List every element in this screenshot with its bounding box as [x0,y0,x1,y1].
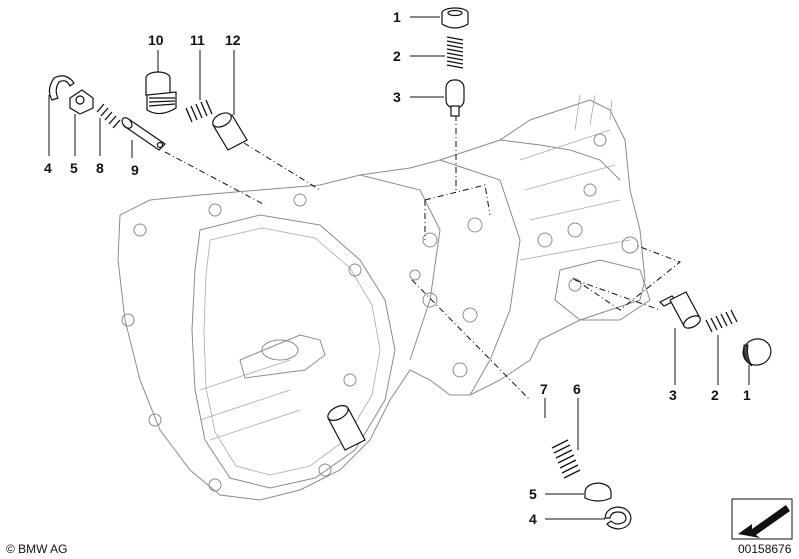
cap-part-1-top [441,7,469,29]
callout-1-right: 1 [743,387,751,403]
plunger-part-3-top [445,79,465,117]
spring-part-8 [96,103,121,129]
callout-4-bottom: 4 [529,511,537,527]
pin-part-9 [121,117,166,151]
diagram-number: 00158676 [738,542,792,556]
callout-labels: 1 2 3 10 11 12 4 5 8 9 3 2 1 7 6 5 4 [44,9,751,527]
sleeve-part-12 [212,112,248,151]
plunger-part-3-right [658,291,701,329]
callout-4-left: 4 [44,160,52,176]
circlip-part-4-left [48,75,75,101]
circlip-part-4-bottom [604,506,632,530]
assembly-lines [164,115,681,401]
callout-7: 7 [540,381,548,397]
callout-1-top: 1 [393,9,401,25]
callout-2-right: 2 [711,387,719,403]
leader-lines [48,16,750,520]
spring-part-2-top [446,36,464,69]
threaded-plug-part-10 [145,71,177,115]
spring-part-2-right [705,309,738,333]
sleeve-part-7 [327,405,366,451]
callout-5-bottom: 5 [529,486,537,502]
cap-part-5-bottom [584,482,612,502]
callout-2-top: 2 [393,48,401,64]
bushing-part-5-left [69,89,94,115]
callout-5-left: 5 [70,160,78,176]
arrow-down-left-icon [731,498,793,540]
callout-11: 11 [190,32,205,48]
spring-part-6 [551,439,581,479]
callout-3-right: 3 [669,387,677,403]
callout-12: 12 [225,32,241,48]
callout-3-top: 3 [393,89,401,105]
cap-part-1-right [742,338,772,367]
callout-9: 9 [131,162,139,178]
spring-part-11 [185,99,213,123]
callout-6: 6 [573,381,581,397]
copyright-text: © BMW AG [6,542,68,556]
callout-10: 10 [148,32,164,48]
callout-8: 8 [96,160,104,176]
gearbox-housing-outline [117,94,651,501]
